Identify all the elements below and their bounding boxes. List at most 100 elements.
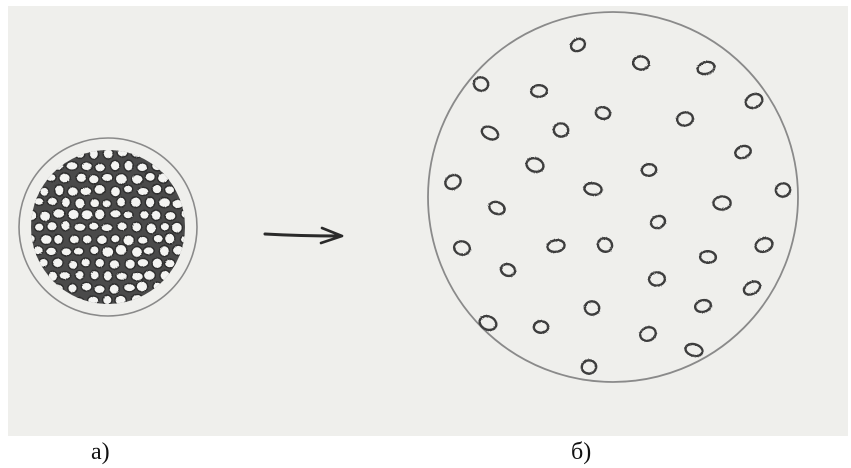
dense-cell xyxy=(116,221,129,232)
dense-cell xyxy=(86,295,100,304)
dense-cell xyxy=(66,208,80,221)
dense-cell xyxy=(156,172,170,184)
dense-cell xyxy=(179,234,185,245)
dense-cell xyxy=(109,159,121,172)
dense-cell xyxy=(31,233,37,244)
dense-cell xyxy=(65,160,79,171)
dispersed-cell xyxy=(742,280,762,296)
dense-cell xyxy=(38,210,52,223)
dense-cell xyxy=(51,283,65,295)
dispersed-cell xyxy=(712,195,732,211)
dense-cell xyxy=(73,222,87,233)
dense-cell xyxy=(108,283,120,296)
dispersed-cell xyxy=(734,144,752,160)
dense-cell xyxy=(130,293,145,304)
dense-cell xyxy=(142,245,155,256)
panel-a-dense-structure xyxy=(18,137,198,317)
dispersed-cell xyxy=(684,342,704,358)
dense-cell xyxy=(130,173,144,186)
dense-cell xyxy=(74,269,85,281)
dense-cell xyxy=(53,183,65,197)
dispersed-cell xyxy=(529,83,549,99)
arrow-shaft xyxy=(263,232,342,238)
dense-cell xyxy=(170,221,184,234)
dispersed-cell xyxy=(774,182,792,198)
dispersed-cell xyxy=(675,111,695,127)
dispersed-cell xyxy=(583,181,603,197)
dense-cell xyxy=(159,221,171,232)
dispersed-cell xyxy=(596,237,614,253)
dense-cell xyxy=(46,220,58,232)
dense-cell xyxy=(47,270,59,283)
dense-cell xyxy=(95,234,109,246)
dense-cell xyxy=(80,208,94,221)
dense-cell xyxy=(145,222,158,235)
dense-cell xyxy=(130,271,145,282)
dense-cell xyxy=(51,207,66,220)
dense-cell xyxy=(122,210,134,220)
dense-cell xyxy=(88,150,100,161)
dense-cell xyxy=(136,186,150,197)
dense-cell xyxy=(102,150,115,160)
dense-cell xyxy=(122,234,136,247)
dense-cell xyxy=(93,183,107,196)
dense-cell xyxy=(31,245,45,256)
dense-cell xyxy=(158,244,171,258)
dense-cell xyxy=(51,158,65,172)
dense-cell xyxy=(68,234,81,245)
dispersed-cell xyxy=(532,320,550,335)
dense-cell xyxy=(116,150,129,158)
dense-cell xyxy=(114,172,129,186)
dispersed-cell xyxy=(488,200,506,216)
dense-cell xyxy=(31,209,38,222)
dense-cell xyxy=(164,210,177,222)
panel-a-dense-cells xyxy=(31,150,185,304)
dense-cell xyxy=(87,221,100,231)
dense-cell xyxy=(150,160,164,172)
dense-cell xyxy=(136,257,150,268)
dispersed-cell xyxy=(444,173,462,191)
dispersed-cell xyxy=(583,300,601,316)
dense-cell xyxy=(72,246,85,257)
dense-cell xyxy=(136,162,149,173)
dense-cell xyxy=(88,197,101,209)
dense-cell xyxy=(115,196,127,208)
dense-cell xyxy=(136,235,149,246)
dense-cell xyxy=(93,284,106,295)
dense-cell xyxy=(93,162,106,173)
panel-a-outer-ring xyxy=(18,137,198,317)
dispersed-cell xyxy=(478,314,498,332)
dispersed-cell xyxy=(631,55,651,71)
dense-cell xyxy=(159,269,172,282)
dense-cell xyxy=(52,233,64,246)
dense-cell xyxy=(108,259,121,271)
dispersed-cell xyxy=(639,325,657,343)
arrow-head xyxy=(319,226,344,245)
dense-cell xyxy=(109,208,122,219)
dense-cell xyxy=(100,222,114,233)
dense-cell xyxy=(79,186,93,197)
dispersed-cell xyxy=(546,238,566,254)
dense-cell xyxy=(163,184,176,196)
panel-b-outer-circle xyxy=(427,11,799,383)
caption-b: б) xyxy=(571,439,592,465)
dense-cell xyxy=(109,185,122,198)
dense-cell xyxy=(80,161,94,172)
dense-cell xyxy=(114,294,128,304)
dense-cell xyxy=(67,282,78,294)
dense-cell xyxy=(75,172,88,184)
dispersed-cell xyxy=(744,92,764,110)
dispersed-cell xyxy=(694,298,712,314)
dispersed-cell xyxy=(472,76,490,92)
dispersed-cell xyxy=(569,37,587,53)
dense-cell xyxy=(87,173,100,185)
dense-cell xyxy=(39,186,50,198)
dispersed-cell xyxy=(480,125,500,141)
dense-cell xyxy=(123,159,135,172)
dense-cell xyxy=(67,259,79,271)
dense-cell xyxy=(130,150,143,159)
dense-cell xyxy=(45,246,58,257)
dense-cell xyxy=(152,281,163,292)
dense-cell xyxy=(171,244,185,257)
dispersed-cell xyxy=(499,262,517,278)
